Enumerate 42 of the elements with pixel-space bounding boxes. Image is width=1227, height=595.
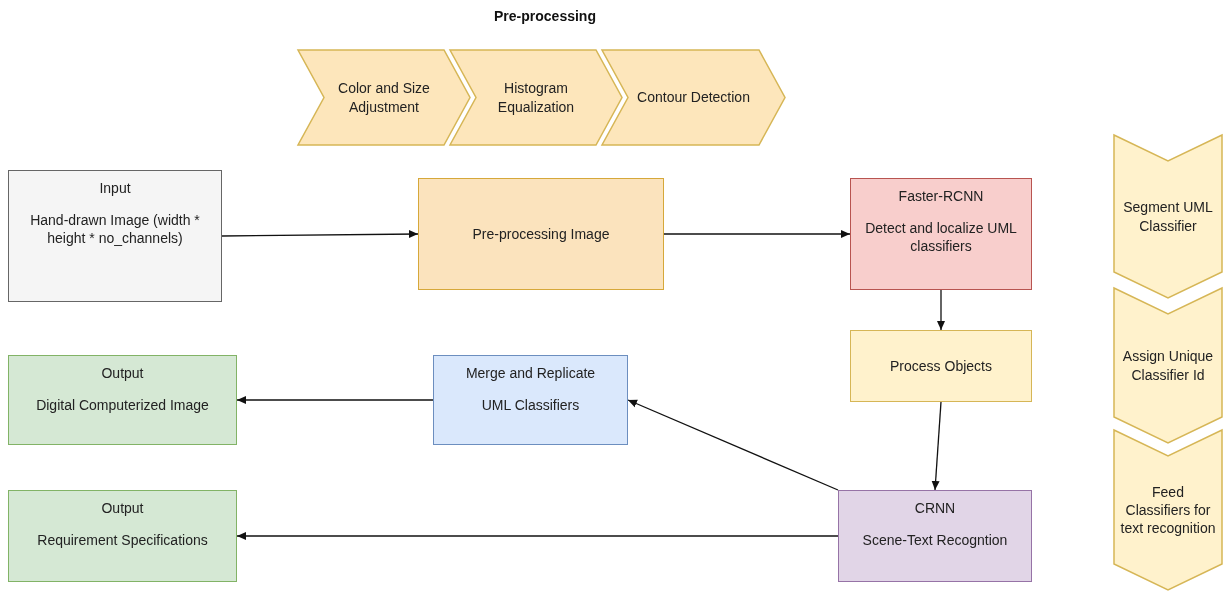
box-heading: Faster-RCNN [898,187,984,206]
box-text: Hand-drawn Image (width * height * no_channels) [29,211,201,248]
group-heading: Pre-processing [493,8,597,24]
chevron-step [1114,135,1222,298]
process-box [8,490,237,582]
arrow [236,396,434,404]
process-box [418,178,664,290]
box-text: Requirement Specifications [37,531,208,550]
process-box [850,330,1032,402]
arrow [627,399,839,491]
box-text: Process Objects [890,356,992,376]
box-text: UML Classifiers [481,396,580,415]
process-box [433,355,628,445]
chevron-step [450,50,622,145]
box-text: Digital Computerized Image [36,396,209,415]
chevron-step [298,50,470,145]
box-text: Feed Classifiers for text recognition [1120,482,1216,538]
box-heading: Output [101,364,144,383]
box-text: Color and Size Adjustment [337,79,431,116]
box-text: Pre-processing Image [472,224,610,244]
box-text: Segment UML Classifier [1122,198,1214,235]
arrow [937,289,945,331]
box-text: Histogram Equalization [496,79,576,116]
arrow [236,532,839,540]
chevron-step [602,50,785,145]
arrow [663,230,851,238]
box-heading: Output [101,499,144,518]
box-heading: CRNN [914,499,956,518]
process-box [8,170,222,302]
box-text: Scene-Text Recogntion [862,531,1008,550]
box-heading: Merge and Replicate [465,364,596,383]
box-text: Assign Unique Classifier Id [1121,347,1215,384]
box-text: Detect and localize UML classifiers [864,219,1018,256]
box-heading: Input [99,179,131,198]
process-box [850,178,1032,290]
arrow [221,230,419,239]
box-text: Contour Detection [637,88,750,107]
chevron-step [1114,288,1222,443]
arrow [931,401,942,491]
process-box [8,355,237,445]
chevron-step [1114,430,1222,590]
process-box [838,490,1032,582]
